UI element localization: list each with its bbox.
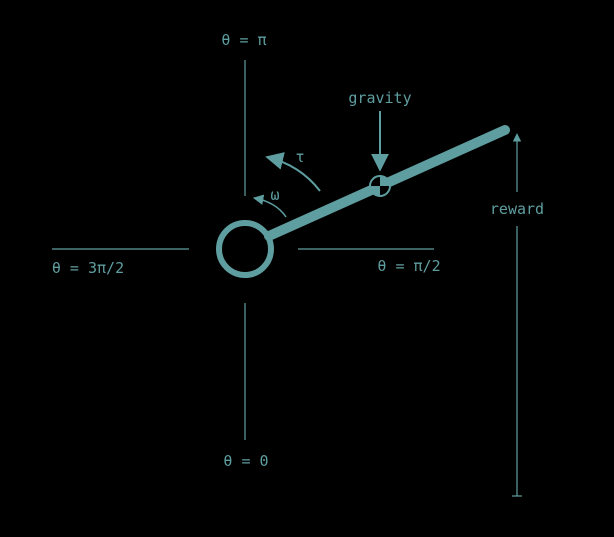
reference-axes — [52, 60, 434, 440]
theta-pi-label: θ = π — [221, 31, 266, 49]
pivot-ring-icon — [216, 220, 274, 278]
reward-label: reward — [490, 200, 544, 218]
torque-arrow — [265, 152, 321, 192]
angular-velocity-label: ω — [270, 186, 279, 204]
center-of-mass-icon — [369, 175, 391, 197]
theta-3pi-2-label: θ = 3π/2 — [52, 259, 124, 277]
torque-label: τ — [295, 148, 304, 166]
theta-zero-label: θ = 0 — [223, 452, 268, 470]
angular-velocity-arrow — [252, 194, 287, 218]
gravity-label: gravity — [348, 89, 411, 107]
theta-pi-2-label: θ = π/2 — [377, 257, 440, 275]
